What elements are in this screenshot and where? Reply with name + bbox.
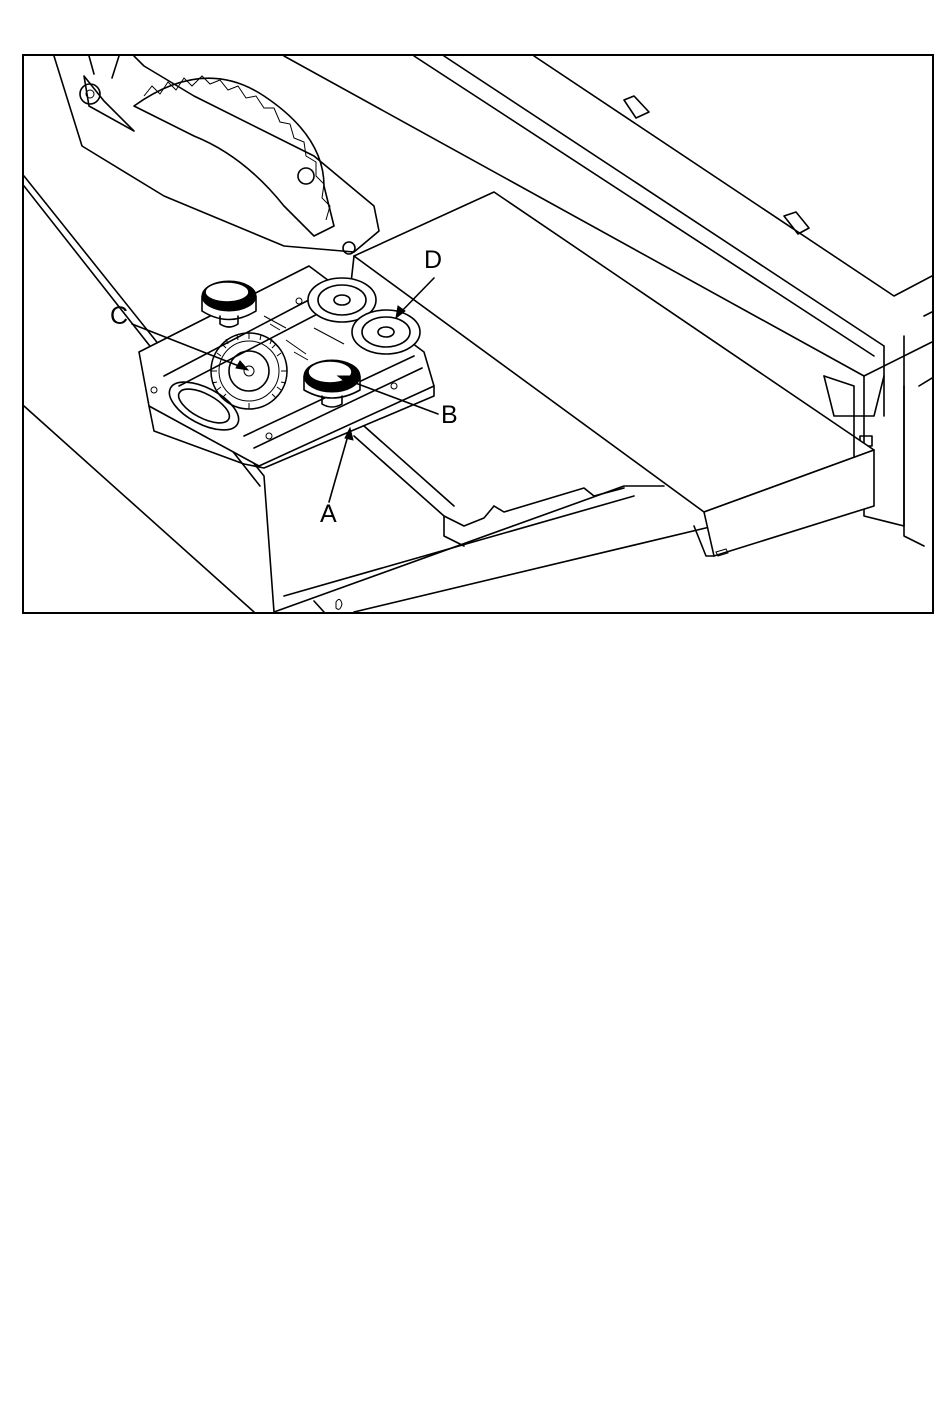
callout-label-c: C <box>110 302 128 330</box>
saw-blade-assembly <box>54 56 379 254</box>
figure-frame: A B C D <box>22 54 934 614</box>
callout-label-a: A <box>320 500 337 528</box>
miter-slot <box>354 426 624 546</box>
callout-label-d: D <box>424 246 442 274</box>
saw-table-illustration: A B C D <box>24 56 932 612</box>
callout-label-b: B <box>441 401 458 429</box>
